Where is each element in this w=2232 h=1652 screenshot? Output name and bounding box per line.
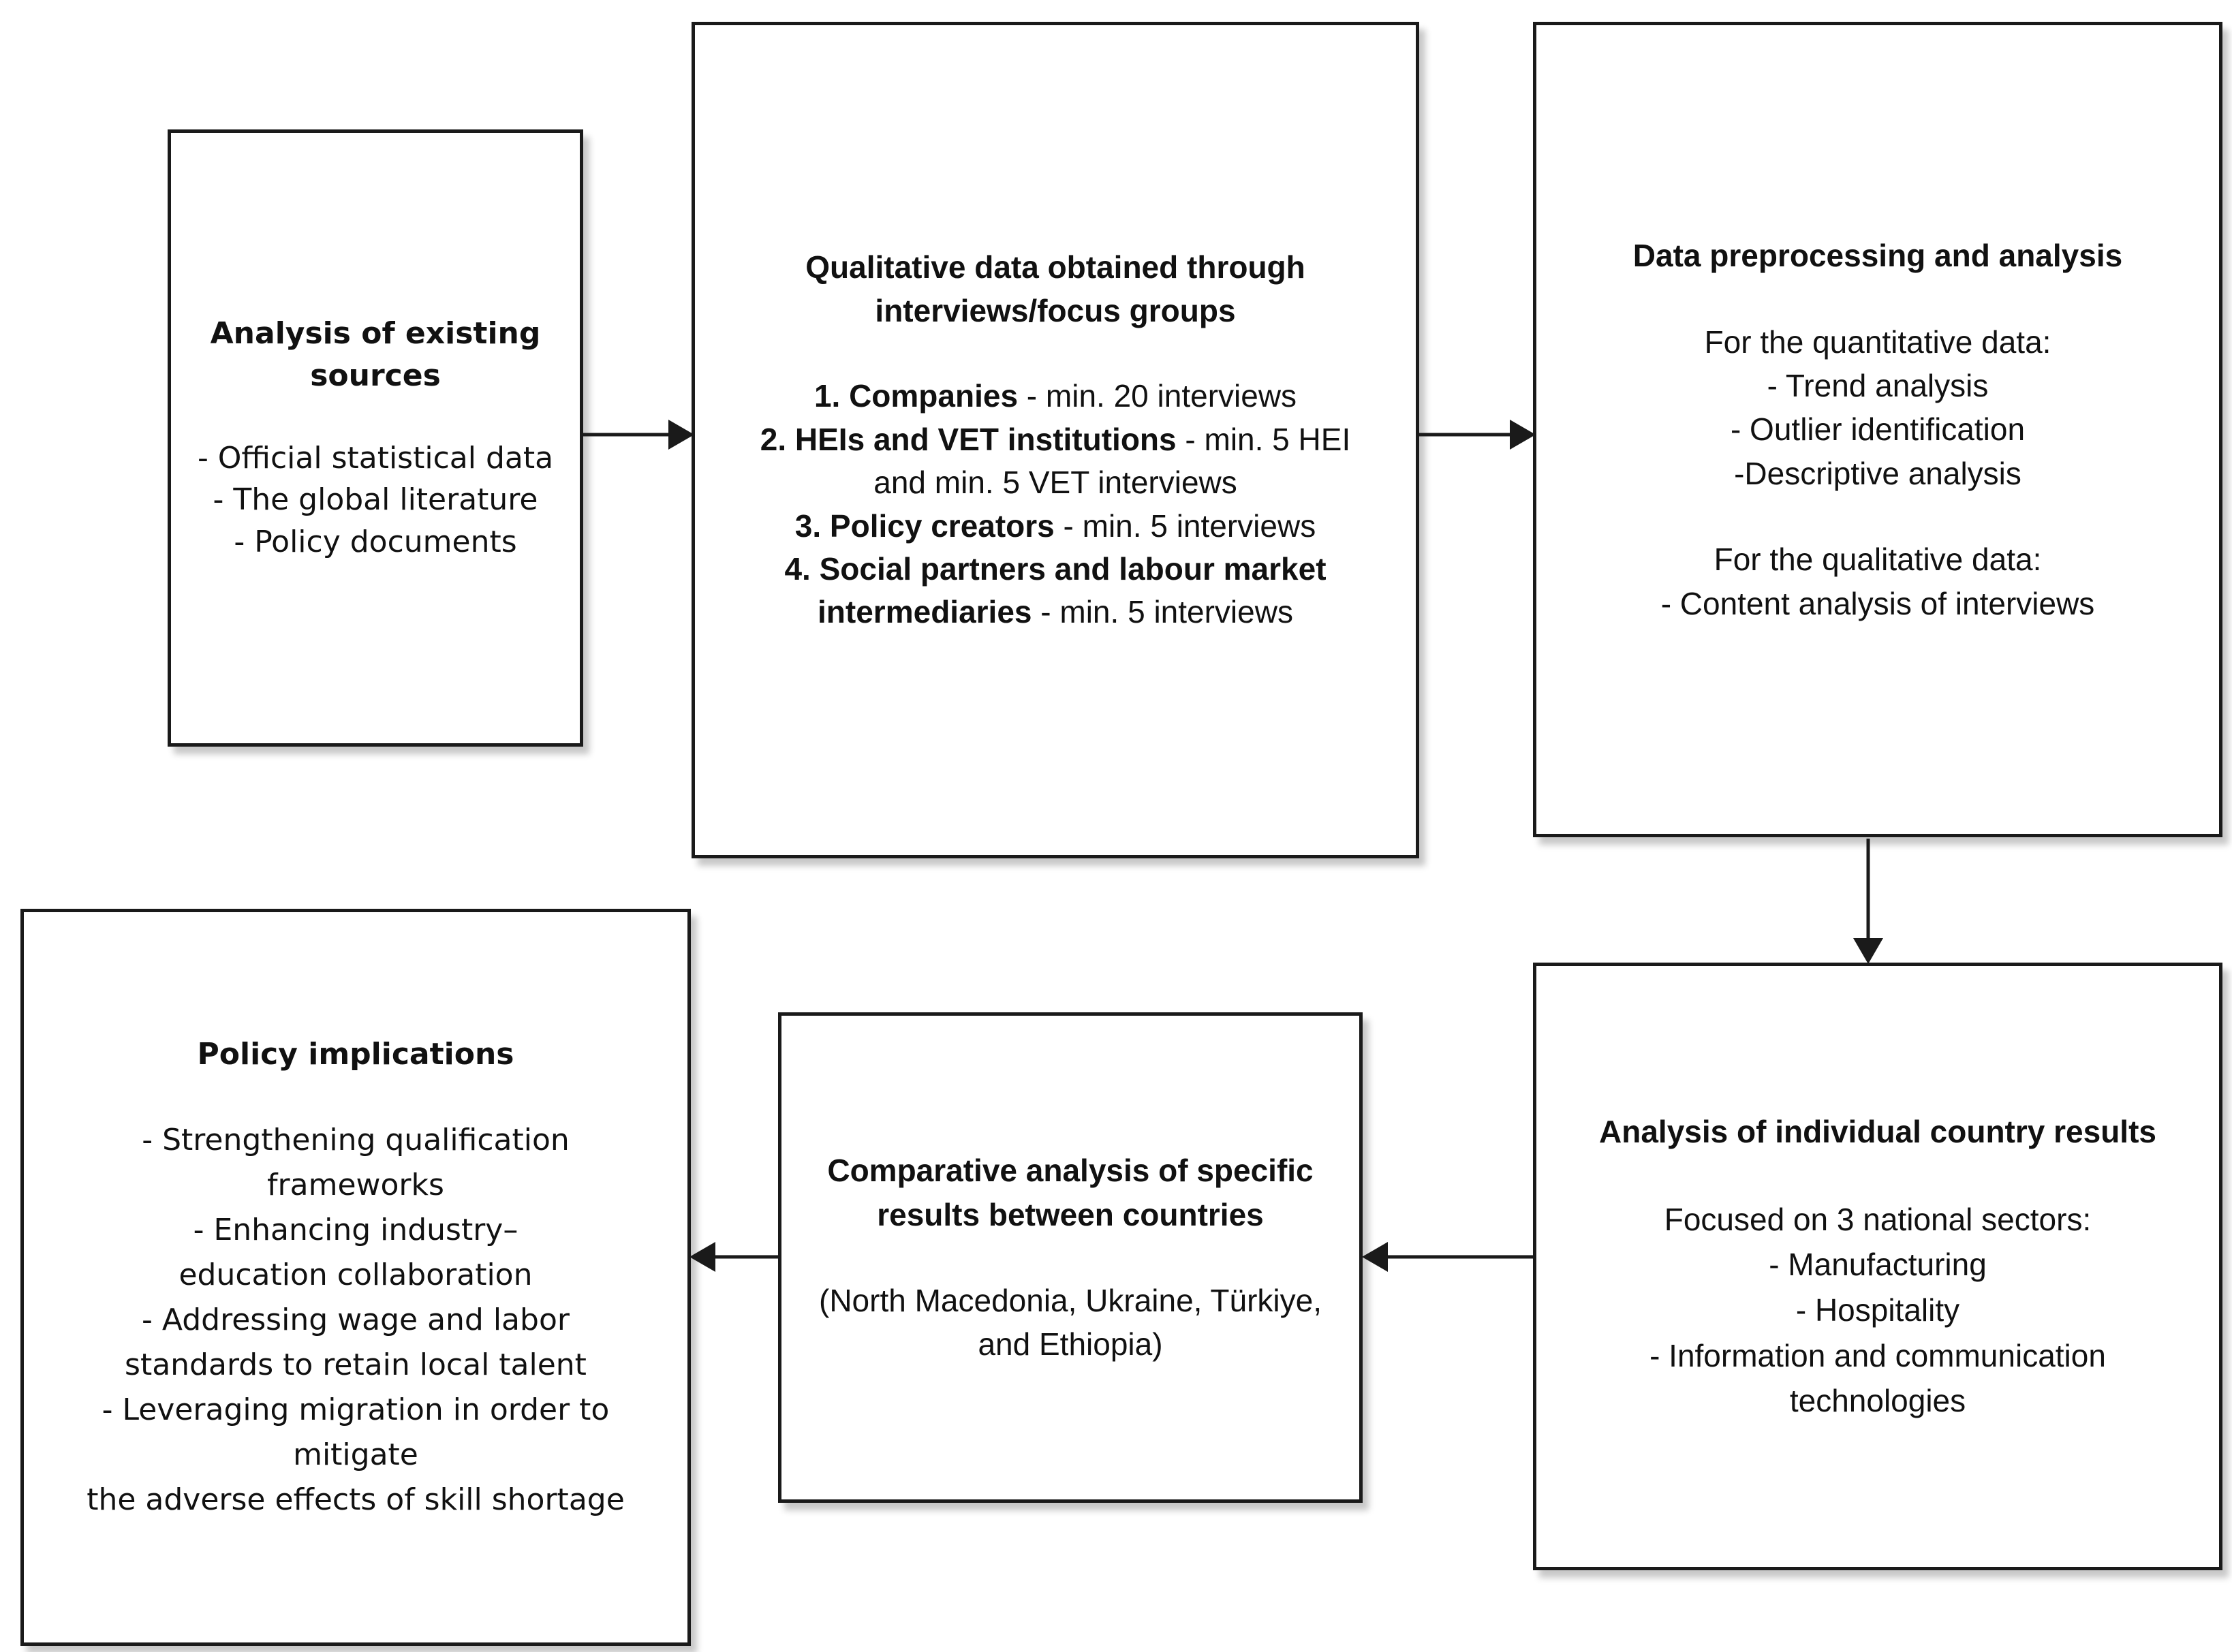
title-line: sources (310, 358, 441, 393)
arrow-sources-to-qualitative (580, 418, 696, 452)
box-data-preprocessing: Data preprocessing and analysis For the … (1533, 22, 2222, 837)
box-body: Focused on 3 national sectors: - Manufac… (1649, 1197, 2106, 1424)
list-item: - Leveraging migration in order to (102, 1392, 610, 1427)
list-item: 4. Social partners and labour market (784, 550, 1327, 587)
list-item: frameworks (267, 1167, 444, 1202)
text-line: For the qualitative data: (1714, 542, 2042, 578)
list-item: 3. Policy creators - min. 5 interviews (794, 508, 1316, 544)
box-body: - Strengthening qualification frameworks… (87, 1118, 625, 1523)
box-title: Analysis of individual country results (1599, 1109, 2156, 1155)
title-line: Policy implications (197, 1037, 514, 1072)
list-item: - Strengthening qualification (142, 1122, 570, 1157)
list-item: - The global literature (213, 482, 538, 518)
list-item: -Descriptive analysis (1734, 455, 2021, 491)
list-item: and min. 5 VET interviews (873, 465, 1237, 501)
list-item: standards to retain local talent (125, 1347, 587, 1382)
list-item: - Enhancing industry– (193, 1212, 518, 1247)
text-line: and Ethiopia) (978, 1326, 1163, 1362)
box-analysis-existing-sources: Analysis of existing sources - Official … (168, 129, 583, 747)
box-title: Qualitative data obtained through interv… (805, 246, 1305, 332)
list-item: mitigate (293, 1437, 418, 1472)
box-title: Data preprocessing and analysis (1633, 234, 2122, 277)
title-line: Comparative analysis of specific (827, 1153, 1314, 1189)
list-item: - Information and communication (1649, 1337, 2106, 1373)
box-country-results: Analysis of individual country results F… (1533, 963, 2222, 1570)
arrow-preprocessing-to-country-results (1851, 839, 1885, 965)
text-line: (North Macedonia, Ukraine, Türkiye, (819, 1283, 1322, 1319)
quantitative-block: For the quantitative data: - Trend analy… (1705, 320, 2051, 496)
title-line: Analysis of individual country results (1599, 1113, 2156, 1149)
title-line: results between countries (877, 1196, 1264, 1232)
box-body: (North Macedonia, Ukraine, Türkiye, and … (819, 1279, 1322, 1367)
box-qualitative-data: Qualitative data obtained through interv… (692, 22, 1419, 858)
arrow-qualitative-to-preprocessing (1416, 418, 1537, 452)
qualitative-block: For the qualitative data: - Content anal… (1661, 537, 2095, 625)
title-line: Analysis of existing (210, 316, 541, 352)
text-line: For the quantitative data: (1704, 324, 2051, 360)
title-line: interviews/focus groups (875, 292, 1236, 328)
box-body: - Official statistical data - The global… (198, 437, 553, 563)
list-item: education collaboration (179, 1257, 533, 1292)
box-title: Analysis of existing sources (211, 313, 541, 396)
list-item: 2. HEIs and VET institutions - min. 5 HE… (760, 421, 1351, 457)
list-item: - Manufacturing (1769, 1247, 1987, 1283)
list-item: - Outlier identification (1730, 411, 2026, 448)
list-item: the adverse effects of skill shortage (87, 1482, 625, 1517)
arrow-country-results-to-comparative (1361, 1240, 1536, 1274)
box-comparative-analysis: Comparative analysis of specific results… (778, 1012, 1363, 1503)
list-item: 1. Companies - min. 20 interviews (813, 378, 1297, 414)
list-item: - Official statistical data (197, 440, 554, 476)
list-item: technologies (1789, 1383, 1966, 1419)
text-line: Focused on 3 national sectors: (1664, 1201, 2092, 1237)
list-item: - Policy documents (234, 525, 517, 560)
box-title: Comparative analysis of specific results… (827, 1149, 1313, 1236)
list-item: - Content analysis of interviews (1660, 585, 2095, 621)
box-body: 1. Companies - min. 20 interviews 2. HEI… (760, 375, 1350, 634)
box-title: Policy implications (198, 1032, 514, 1077)
title-line: Data preprocessing and analysis (1632, 238, 2123, 274)
list-item: - Trend analysis (1767, 367, 1989, 403)
list-item: - Addressing wage and labor (142, 1302, 570, 1337)
title-line: Qualitative data obtained through (805, 249, 1305, 285)
arrow-comparative-to-policy (688, 1240, 781, 1274)
box-policy-implications: Policy implications - Strengthening qual… (20, 909, 691, 1646)
list-item: - Hospitality (1795, 1292, 1960, 1328)
list-item: intermediaries - min. 5 interviews (818, 594, 1293, 630)
